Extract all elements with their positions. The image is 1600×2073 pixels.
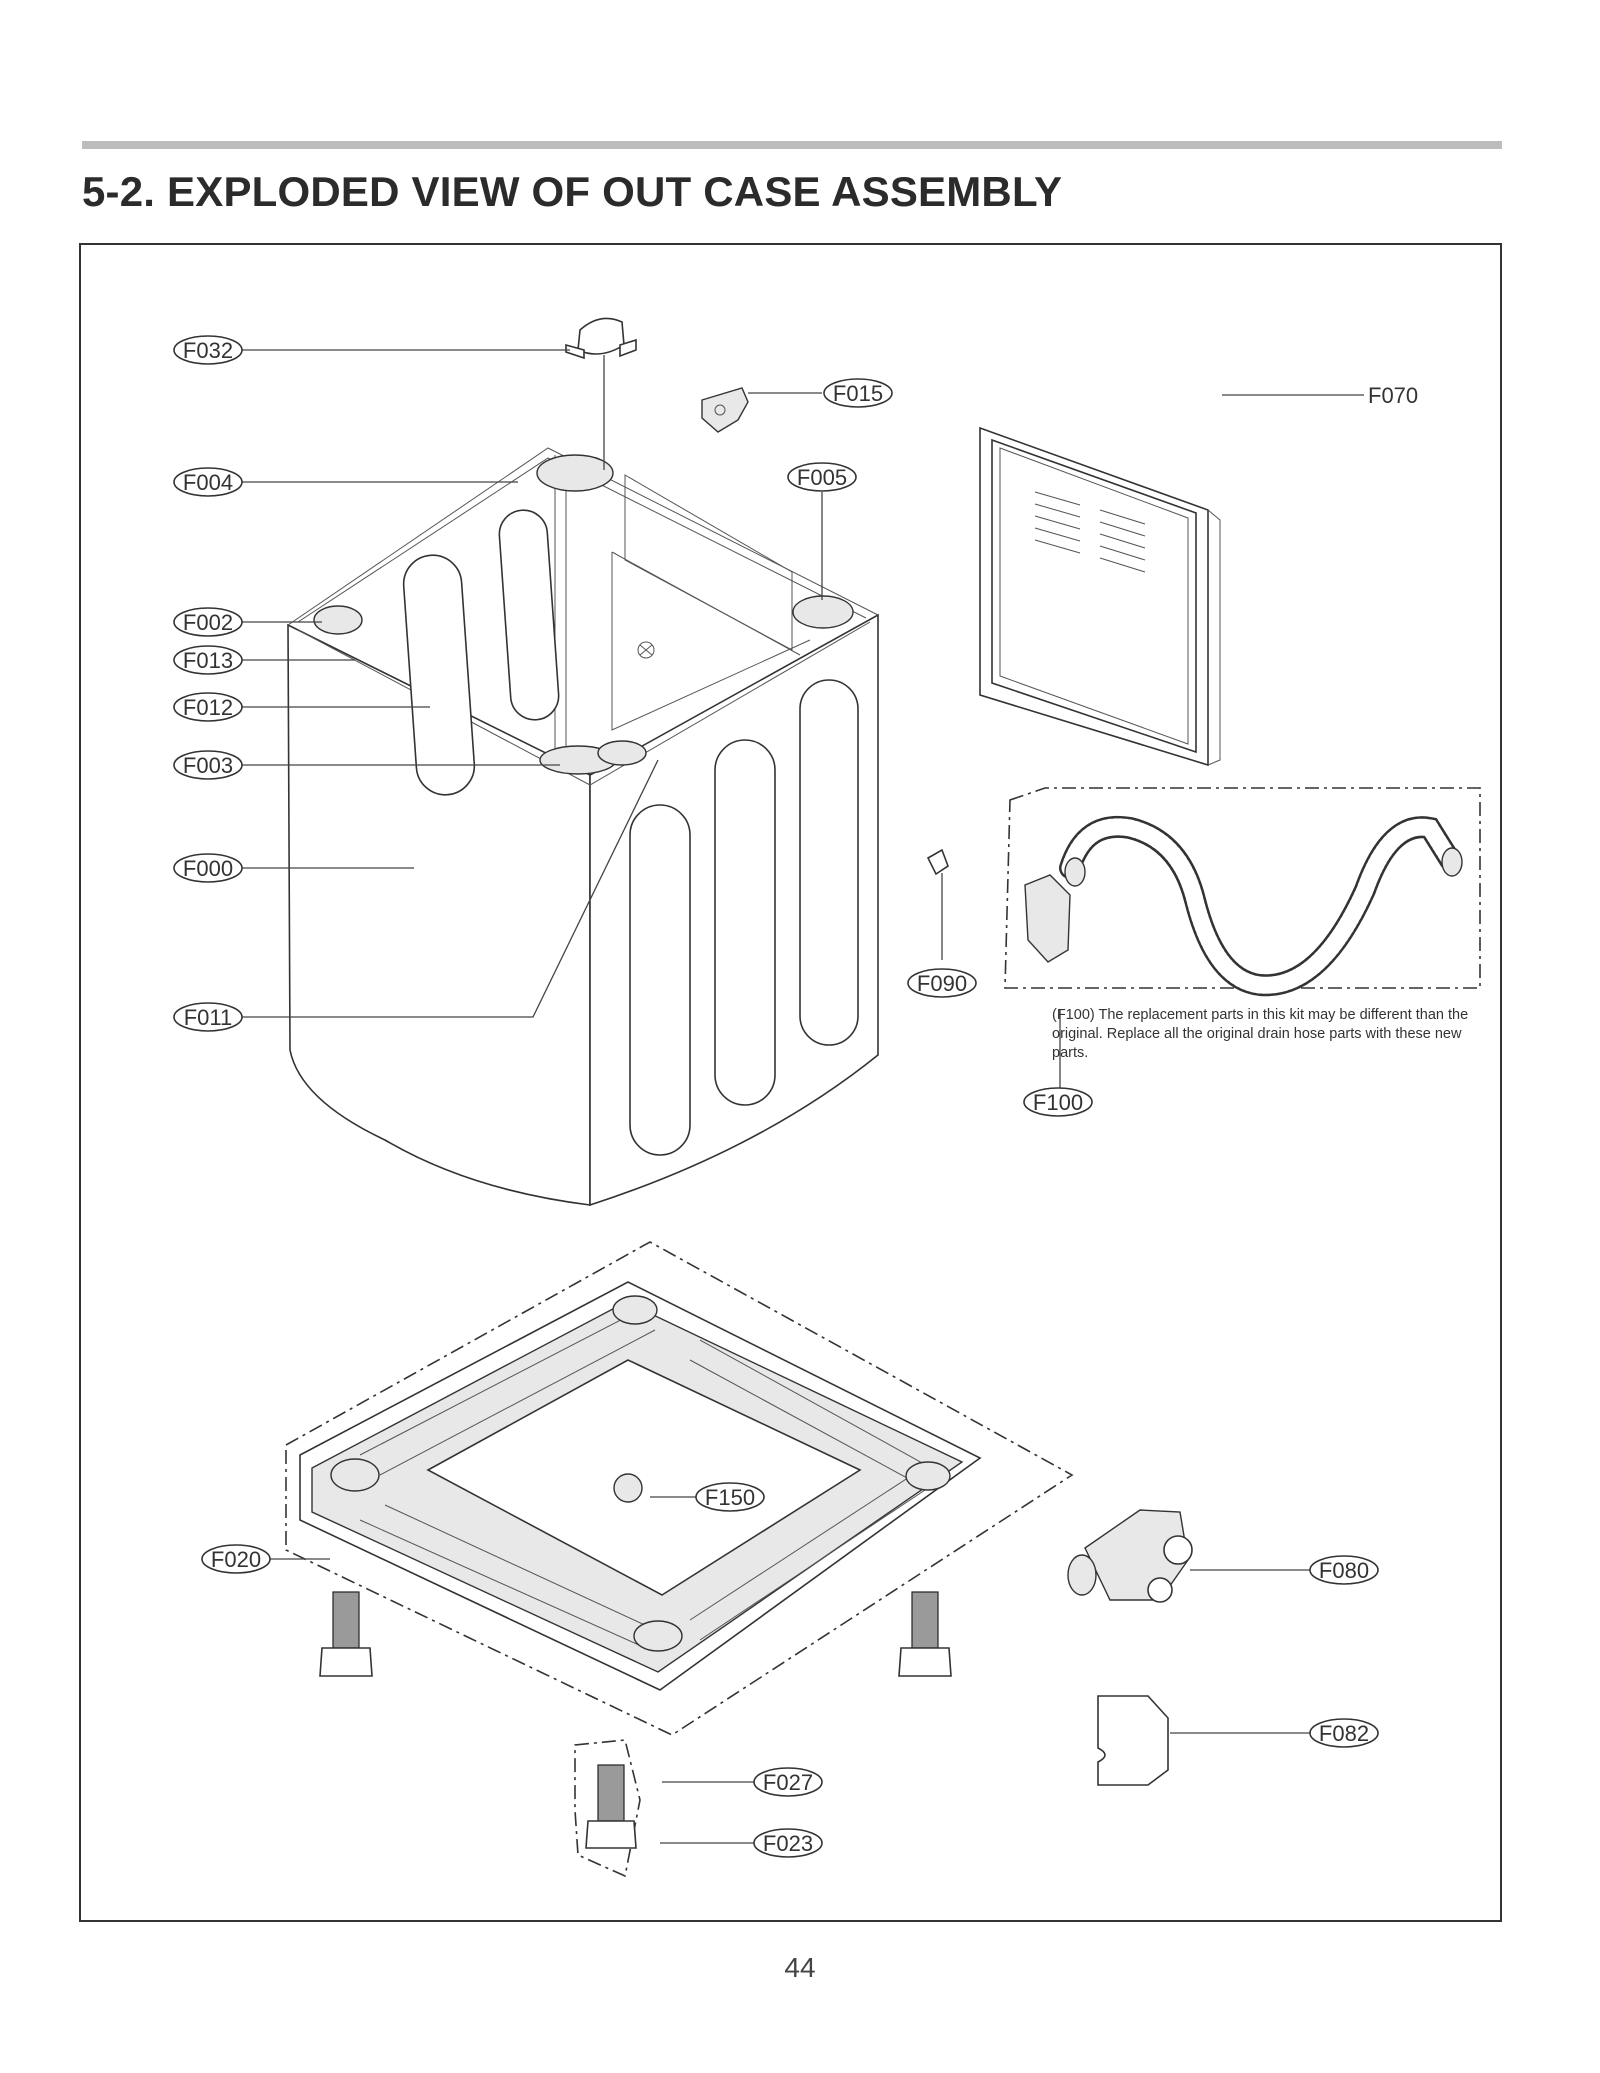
callout-f082: F082 (1309, 1718, 1379, 1748)
svg-text:F090: F090 (917, 971, 967, 996)
svg-text:F000: F000 (183, 856, 233, 881)
callout-f005: F005 (787, 462, 857, 492)
svg-text:F080: F080 (1319, 1558, 1369, 1583)
part-f032-clamp (565, 317, 637, 360)
out-case-cabinet (287, 447, 879, 1207)
part-f020-base (285, 1241, 1074, 1736)
svg-text:F013: F013 (183, 648, 233, 673)
callout-f090: F090 (907, 968, 977, 998)
callout-f004: F004 (173, 467, 243, 497)
page-number: 44 (784, 1952, 816, 1983)
callout-f027: F027 (753, 1767, 823, 1797)
svg-text:F070: F070 (1368, 383, 1418, 408)
callout-f002: F002 (173, 607, 243, 637)
part-f080-drain-pump (1067, 1509, 1193, 1603)
callout-f012: F012 (173, 692, 243, 722)
top-rule (82, 141, 1502, 149)
callout-f100: F100 (1023, 1087, 1093, 1117)
callout-f150: F150 (695, 1482, 765, 1512)
svg-text:F005: F005 (797, 465, 847, 490)
callout-f011: F011 (173, 1002, 243, 1032)
svg-text:F082: F082 (1319, 1721, 1369, 1746)
svg-text:F012: F012 (183, 695, 233, 720)
foot-left (319, 1591, 373, 1677)
callout-f013: F013 (173, 645, 243, 675)
leveling-feet (319, 1591, 952, 1878)
svg-text:F003: F003 (183, 753, 233, 778)
part-f070-rear-cover (979, 426, 1221, 767)
callout-f000: F000 (173, 853, 243, 883)
svg-text:F150: F150 (705, 1485, 755, 1510)
svg-text:F011: F011 (184, 1005, 233, 1030)
svg-text:F002: F002 (183, 610, 233, 635)
foot-f027-f023 (574, 1739, 641, 1878)
part-f100-drain-hose-kit (1004, 787, 1481, 997)
svg-text:F015: F015 (833, 381, 883, 406)
svg-text:F027: F027 (763, 1770, 813, 1795)
svg-text:F020: F020 (211, 1547, 261, 1572)
svg-text:F004: F004 (183, 470, 233, 495)
part-f090-clip (926, 848, 949, 876)
svg-text:F100: F100 (1033, 1090, 1083, 1115)
callout-f003: F003 (173, 750, 243, 780)
callout-f080: F080 (1309, 1555, 1379, 1585)
section-title: 5-2. EXPLODED VIEW OF OUT CASE ASSEMBLY (82, 168, 1063, 215)
callout-f032: F032 (173, 335, 243, 365)
svg-text:F032: F032 (183, 338, 233, 363)
svg-text:F023: F023 (763, 1831, 813, 1856)
callout-f020: F020 (201, 1544, 271, 1574)
leader-lines (242, 349, 1364, 1844)
callout-f015: F015 (823, 378, 893, 408)
part-f015-bracket (701, 387, 749, 433)
f100-replacement-note: (F100) The replacement parts in this kit… (1052, 1007, 1469, 1061)
foot-right (898, 1591, 952, 1677)
callout-f023: F023 (753, 1828, 823, 1858)
callout-f070: F070 (1368, 383, 1418, 408)
part-f082-plate (1097, 1695, 1169, 1786)
